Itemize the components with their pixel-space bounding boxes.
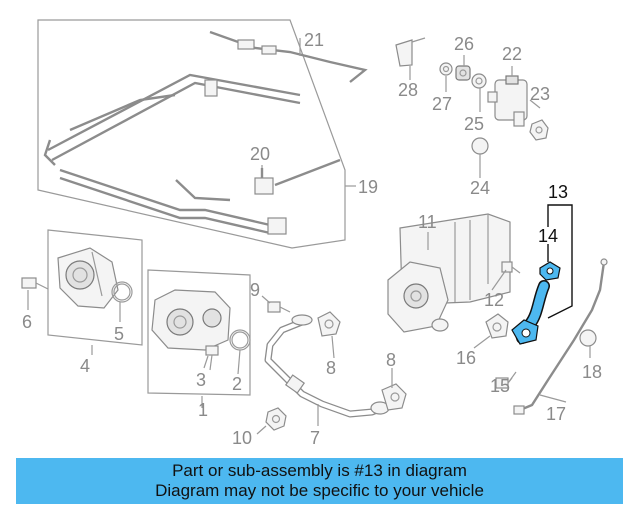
gasket-8-upper (317, 311, 341, 337)
callout-8-upper: 8 (326, 358, 336, 378)
callout-26: 26 (454, 34, 474, 54)
nut-10 (265, 407, 287, 431)
sensor-wire-17 (513, 258, 608, 415)
solenoid-valve-22 (487, 75, 528, 127)
callout-4: 4 (80, 356, 90, 376)
callout-13: 13 (548, 182, 568, 202)
gasket-8-lower (381, 383, 407, 411)
nut-23 (529, 119, 549, 141)
wire-part-21 (209, 30, 368, 83)
callout-14: 14 (538, 226, 558, 246)
callout-17: 17 (546, 404, 566, 424)
callout-22: 22 (502, 44, 522, 64)
washer-25 (471, 73, 487, 89)
callout-7: 7 (310, 428, 320, 448)
washer-27 (439, 62, 453, 76)
box-part-1 (147, 269, 251, 396)
clamp-14-highlighted (539, 261, 561, 281)
callout-27: 27 (432, 94, 452, 114)
gasket-2 (229, 329, 251, 351)
callout-11: 11 (418, 212, 437, 232)
callout-21: 21 (304, 30, 324, 50)
actuator-part-4 (57, 247, 119, 309)
bolt-9 (267, 301, 291, 313)
bolt-12 (501, 261, 521, 274)
callout-18: 18 (582, 362, 602, 382)
banner-line-2: Diagram may not be specific to your vehi… (155, 481, 484, 500)
callout-20: 20 (250, 144, 270, 164)
banner-line-1: Part or sub-assembly is #13 in diagram (172, 461, 467, 480)
callout-2: 2 (232, 374, 242, 394)
bolt-3 (205, 345, 219, 371)
callout-12: 12 (484, 290, 504, 310)
bracket-28 (395, 37, 426, 67)
gasket-16 (485, 313, 509, 339)
bolt-6 (21, 277, 49, 290)
callout-8-lower: 8 (386, 350, 396, 370)
callout-25: 25 (464, 114, 484, 134)
callout-3: 3 (196, 370, 206, 390)
egr-valve-part-1 (151, 289, 231, 351)
box-part-4 (47, 229, 143, 346)
callout-16: 16 (456, 348, 476, 368)
gasket-18 (579, 329, 597, 347)
callout-5: 5 (114, 324, 124, 344)
gasket-5 (111, 281, 133, 303)
egr-pipe-7 (264, 314, 396, 418)
callout-28: 28 (398, 80, 418, 100)
callout-1: 1 (198, 400, 208, 420)
callout-9: 9 (250, 280, 260, 300)
egr-hose-13-highlighted (511, 280, 550, 345)
callout-24: 24 (470, 178, 490, 198)
wiring-harness-panel (37, 19, 346, 249)
callout-19: 19 (358, 177, 378, 197)
egr-cooler-11 (387, 213, 511, 333)
leader-13 (547, 204, 573, 319)
callout-23: 23 (530, 84, 550, 104)
bolt-24 (471, 137, 489, 168)
callout-10: 10 (232, 428, 252, 448)
grommet-26 (455, 65, 471, 81)
info-banner: Part or sub-assembly is #13 in diagram D… (16, 458, 623, 504)
callout-15: 15 (490, 376, 510, 396)
leader-lines (27, 38, 591, 435)
callout-6: 6 (22, 312, 32, 332)
